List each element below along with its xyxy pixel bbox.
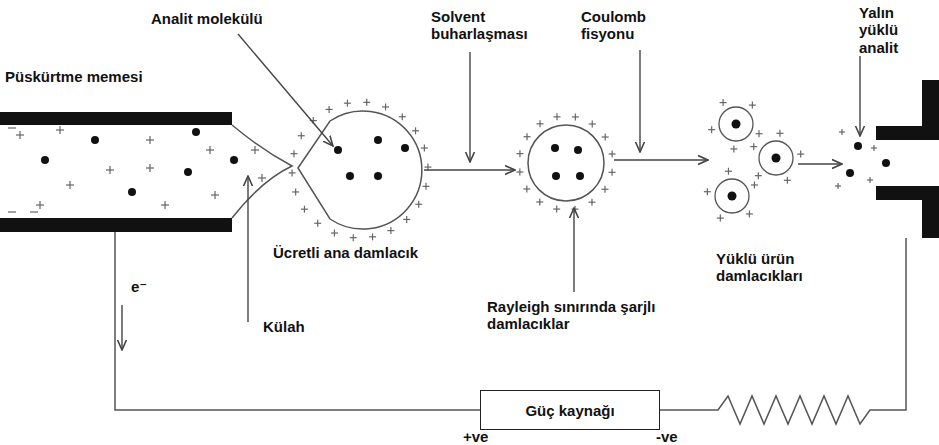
label: +ve (462, 428, 489, 445)
charge-signs (8, 99, 877, 241)
label: Yalın yüklü analit (858, 4, 938, 56)
rayleigh-droplet (528, 125, 604, 201)
leader-arrows (122, 34, 860, 350)
product-droplet (719, 107, 753, 141)
label: e⁻ (130, 278, 148, 295)
label: Ücretli ana damlacık (272, 244, 419, 261)
label: Külah (262, 318, 306, 335)
label: Rayleigh sınırında şarjlı damlacıklar (486, 298, 668, 333)
label: -ve (655, 428, 679, 445)
label: Yüklü ürün damlacıkları (715, 250, 862, 285)
nozzle-wall (0, 112, 232, 125)
resistor-wire (660, 238, 906, 424)
product-droplet (759, 141, 793, 175)
label: Solvent buharlaşması (430, 8, 532, 43)
node-text: Güç kaynağı (525, 402, 614, 419)
power-supply-box: Güç kaynağı (480, 390, 660, 430)
label: Püskürtme memesi (4, 68, 144, 85)
label: Analit molekülü (150, 10, 264, 27)
taylor-cone (232, 125, 292, 218)
parent-droplet (298, 111, 422, 229)
product-droplet (715, 179, 749, 213)
analyte-dots (41, 120, 890, 201)
wire (115, 232, 480, 410)
counter-electrode (876, 80, 939, 238)
process-arrows (424, 160, 842, 170)
label: Coulomb fisyonu (580, 8, 662, 43)
nozzle-wall (0, 218, 232, 232)
